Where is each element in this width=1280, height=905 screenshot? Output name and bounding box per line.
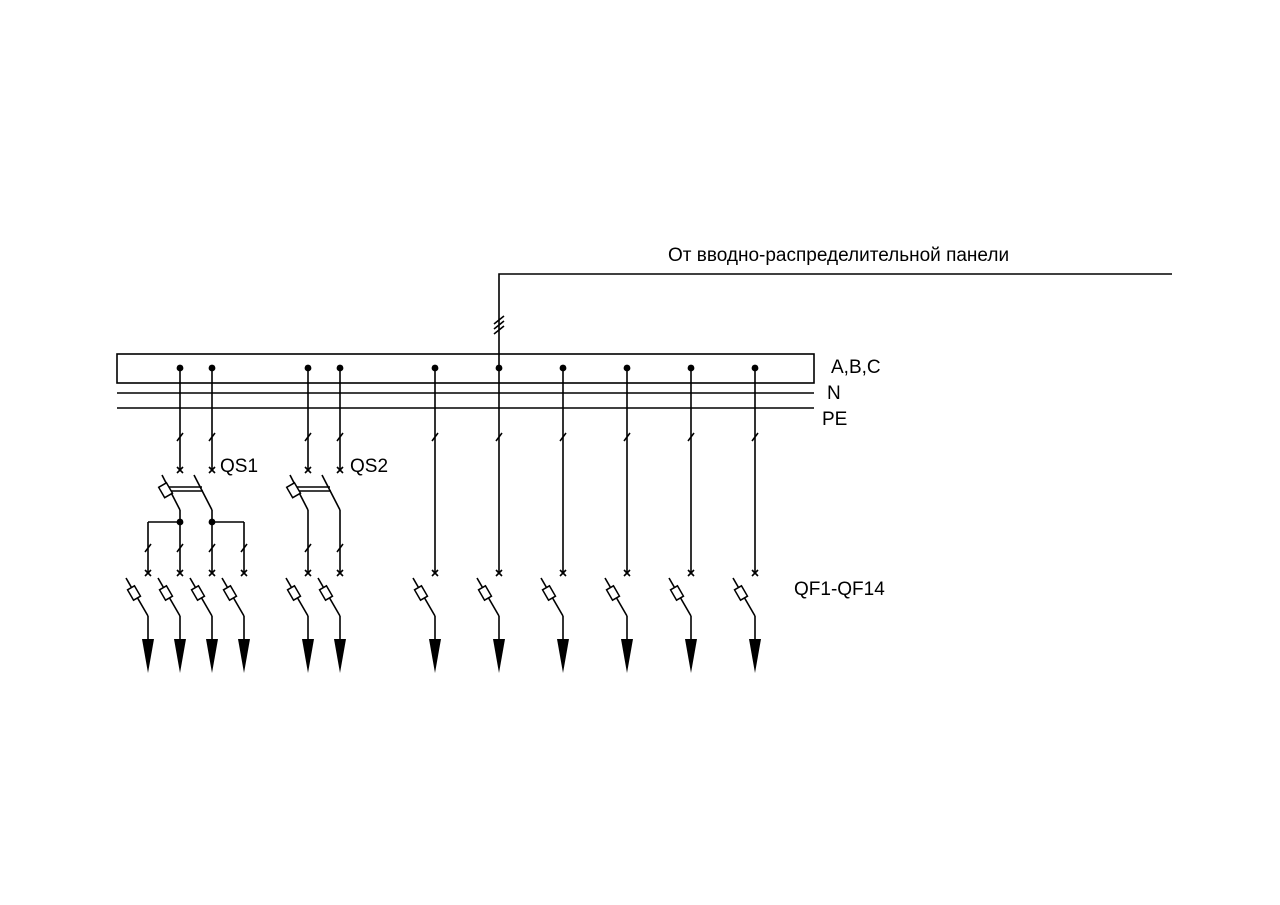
circuit-breaker bbox=[412, 569, 441, 673]
incoming-feeder bbox=[493, 273, 1172, 368]
breaker-contact-mark bbox=[176, 569, 184, 577]
phase-busbar bbox=[116, 353, 815, 384]
bus-pe-label: PE bbox=[822, 409, 847, 430]
direct-feeder bbox=[495, 364, 503, 573]
feeder-arrow bbox=[174, 639, 186, 673]
switch-contact-mark bbox=[176, 466, 184, 474]
switch-contact-mark bbox=[208, 466, 216, 474]
conductor-tick bbox=[240, 543, 248, 553]
conductor-tick bbox=[559, 432, 567, 442]
feeder-arrow bbox=[749, 639, 761, 673]
feeder-arrow bbox=[334, 639, 346, 673]
direct-feeder bbox=[431, 364, 439, 573]
breaker-release-box bbox=[222, 584, 238, 602]
feeder-arrow bbox=[621, 639, 633, 673]
breaker-contact-mark bbox=[240, 569, 248, 577]
circuit-breaker bbox=[604, 569, 633, 673]
source-label: От вводно-распределительной панели bbox=[668, 245, 1009, 266]
breaker-contact-mark bbox=[431, 569, 439, 577]
feeder-arrow bbox=[238, 639, 250, 673]
switch-blade bbox=[321, 474, 341, 511]
circuit-breaker bbox=[285, 569, 314, 673]
circuit-breaker bbox=[189, 569, 218, 673]
conductor-tick bbox=[208, 543, 216, 553]
feeder-arrow bbox=[429, 639, 441, 673]
breaker-release-box bbox=[541, 584, 557, 602]
circuit-breaker bbox=[732, 569, 761, 673]
breaker-contact-mark bbox=[751, 569, 759, 577]
breaker-contact-mark bbox=[144, 569, 152, 577]
conductor-tick bbox=[336, 543, 344, 553]
circuit-breaker bbox=[125, 569, 154, 673]
feeder-arrow bbox=[302, 639, 314, 673]
breaker-contact-mark bbox=[495, 569, 503, 577]
breakers-label: QF1-QF14 bbox=[794, 579, 885, 600]
direct-feeder bbox=[559, 364, 567, 573]
breaker-release-box bbox=[286, 584, 302, 602]
switch-blade bbox=[193, 474, 213, 511]
switch-actuator-box bbox=[157, 481, 174, 499]
switch-contact-mark bbox=[336, 466, 344, 474]
circuit-breaker bbox=[668, 569, 697, 673]
switch-group bbox=[285, 364, 344, 573]
breaker-release-box bbox=[413, 584, 429, 602]
breaker-release-box bbox=[126, 584, 142, 602]
feeder-arrow bbox=[493, 639, 505, 673]
conductor-tick bbox=[431, 432, 439, 442]
switch-contact-mark bbox=[304, 466, 312, 474]
feeder-arrow bbox=[685, 639, 697, 673]
breaker-contact-mark bbox=[304, 569, 312, 577]
conductor-tick bbox=[176, 432, 184, 442]
switch-qs2-label: QS2 bbox=[350, 456, 388, 477]
conductor-tick bbox=[208, 432, 216, 442]
switch-qs1-label: QS1 bbox=[220, 456, 258, 477]
conductor-tick bbox=[176, 543, 184, 553]
conductor-tick bbox=[304, 543, 312, 553]
breaker-contact-mark bbox=[559, 569, 567, 577]
conductor-tick bbox=[495, 432, 503, 442]
breaker-release-box bbox=[318, 584, 334, 602]
breaker-contact-mark bbox=[336, 569, 344, 577]
conductor-tick bbox=[144, 543, 152, 553]
breaker-release-box bbox=[605, 584, 621, 602]
breaker-release-box bbox=[669, 584, 685, 602]
switch-actuator-box bbox=[285, 481, 302, 499]
direct-feeder bbox=[687, 364, 695, 573]
circuit-breaker bbox=[317, 569, 346, 673]
circuit-breaker bbox=[476, 569, 505, 673]
breaker-contact-mark bbox=[687, 569, 695, 577]
feeder-arrow bbox=[142, 639, 154, 673]
direct-feeder bbox=[751, 364, 759, 573]
circuit-breaker bbox=[157, 569, 186, 673]
conductor-tick bbox=[751, 432, 759, 442]
conductor-tick bbox=[336, 432, 344, 442]
switch-group bbox=[144, 364, 248, 573]
direct-feeder bbox=[623, 364, 631, 573]
circuit-elements bbox=[125, 364, 761, 673]
breaker-contact-mark bbox=[208, 569, 216, 577]
bus-neutral-label: N bbox=[827, 383, 841, 404]
conductor-tick bbox=[304, 432, 312, 442]
breaker-release-box bbox=[190, 584, 206, 602]
feeder-arrow bbox=[557, 639, 569, 673]
circuit-breaker bbox=[221, 569, 250, 673]
breaker-release-box bbox=[158, 584, 174, 602]
breaker-release-box bbox=[733, 584, 749, 602]
conductor-tick bbox=[687, 432, 695, 442]
breaker-contact-mark bbox=[623, 569, 631, 577]
breaker-release-box bbox=[477, 584, 493, 602]
circuit-breaker bbox=[540, 569, 569, 673]
bus-phases-label: A,B,C bbox=[831, 357, 881, 378]
feeder-arrow bbox=[206, 639, 218, 673]
conductor-tick bbox=[623, 432, 631, 442]
